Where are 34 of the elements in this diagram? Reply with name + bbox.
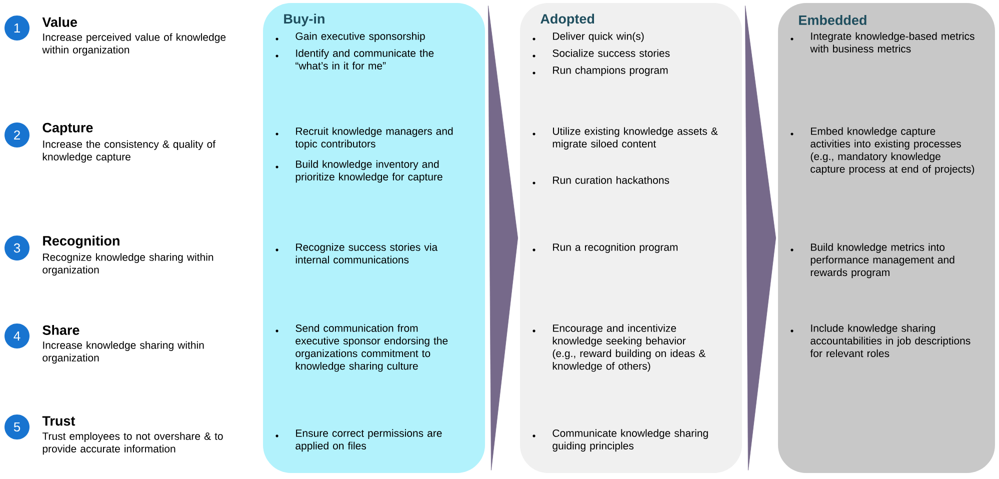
bullet-item: Build knowledge metrics into performance management and rewards program (810, 243, 954, 278)
step-description: Trust employees to not overshare & to provide accurate information (42, 432, 223, 455)
bullet-item: Deliver quick win(s) (553, 32, 644, 42)
bullet-item: Socialize success stories (552, 49, 670, 57)
step-heading: Value (42, 17, 78, 27)
bullet-item: Embed knowledge capture activities into existing processes (e.g., mandatory knowledge capture process at end of projects) (810, 127, 974, 175)
step-heading: Trust (42, 416, 76, 426)
bullet-item: Gain executive sponsorship (296, 32, 425, 42)
bullet-item: Communicate knowledge sharing guiding principles (552, 429, 708, 452)
bullet-item: Identify and communicate the “what’s in it for me” (296, 49, 434, 70)
bullet-item: Run a recognition program (553, 243, 678, 253)
bullet-item: Run curation hackathons (553, 176, 670, 184)
step-heading: Share (42, 325, 80, 335)
step-heading: Capture (42, 122, 93, 136)
bullet-item: Run champions program (553, 66, 668, 76)
bullet-item: Ensure correct permissions are applied on files (296, 429, 442, 452)
bullet-item: Recognize success stories via internal communications (296, 243, 438, 264)
step-description: Increase knowledge sharing within organization (42, 341, 204, 364)
step-description: Recognize knowledge sharing within organization (42, 253, 214, 276)
column-heading: Adopted (540, 14, 594, 26)
bullet-item: Build knowledge inventory and prioritize knowledge for capture (296, 160, 442, 183)
bullet-item: Integrate knowledge-based metrics with business metrics (810, 32, 974, 52)
bullet-item: Send communication from executive sponsor endorsing the organizations commitment to knowledge sharing culture (296, 324, 448, 372)
bullet-item: Encourage and incentivize knowledge seeking behavior (e.g., reward building on ideas & knowledge of others) (552, 324, 706, 372)
column-heading: Buy-in (284, 14, 324, 26)
step-description: Increase the consistency & quality of knowledge capture (42, 140, 216, 163)
chevron-arrow (488, 6, 518, 470)
chevron-arrow (745, 6, 776, 470)
bullet-item: Recruit knowledge managers and topic contributors (295, 127, 453, 150)
column-heading: Embedded (799, 15, 866, 25)
step-description: Increase perceived value of knowledge within organization (42, 33, 226, 56)
step-heading: Recognition (43, 236, 120, 248)
bullet-item: Include knowledge sharing accountabilities in job descriptions for relevant roles (810, 324, 970, 358)
bullet-item: Utilize existing knowledge assets & migrate siloed content (552, 127, 718, 150)
